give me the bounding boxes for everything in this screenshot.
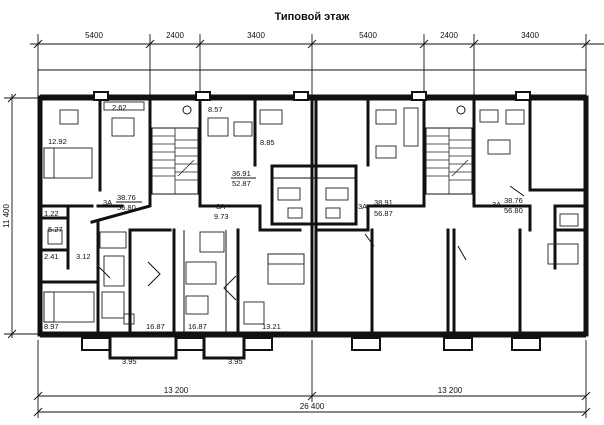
- furniture-left: [43, 101, 305, 325]
- bottom-dimension-lines: [33, 340, 591, 418]
- apartment-type: 3А: [358, 202, 367, 211]
- balcony-area-3-95-b: 3.95: [228, 357, 243, 366]
- dim-top-3: 3400: [247, 31, 265, 40]
- dim-top-6: 3400: [521, 31, 539, 40]
- apartment-label-3: 3А 38.91 56.87: [358, 198, 398, 218]
- staircase-right: [425, 105, 473, 195]
- balcony-area-3-95-a: 3.95: [122, 357, 137, 366]
- plan-title: Типовой этаж: [275, 11, 350, 23]
- room-area-1-22: 1.22: [44, 209, 59, 218]
- apartment-type: 3А: [103, 198, 112, 207]
- central-bathroom-block: [270, 164, 358, 226]
- left-dimension-line: [4, 93, 42, 339]
- room-area-8-57: 8.57: [208, 105, 223, 114]
- room-area-12-92: 12.92: [48, 137, 67, 146]
- dim-top-2: 2400: [166, 31, 184, 40]
- apartment-total-area: 52.87: [232, 179, 251, 188]
- balconies: [81, 91, 541, 360]
- apartment-total-area: 56.87: [374, 209, 393, 218]
- dim-top-1: 5400: [85, 31, 103, 40]
- dim-top-4: 5400: [359, 31, 377, 40]
- apartment-living-area: 36.91: [232, 169, 251, 178]
- furniture-right: [375, 107, 579, 265]
- apartment-living-area: 38.76: [504, 196, 523, 205]
- apartment-label-1: 3А 38.76 56.80: [103, 193, 142, 212]
- dim-bottom-total: 26 400: [300, 402, 325, 411]
- door-swings: [97, 185, 525, 301]
- staircase-left: [151, 105, 199, 195]
- room-area-8-97: 8.97: [44, 322, 59, 331]
- room-area-8-85: 8.85: [260, 138, 275, 147]
- apartment-total-area: 56.80: [117, 203, 136, 212]
- room-area-16-87-a: 16.87: [146, 322, 165, 331]
- room-area-16-87-b: 16.87: [188, 322, 207, 331]
- room-area-9-73: 9.73: [214, 212, 229, 221]
- dim-bottom-right: 13 200: [438, 386, 463, 395]
- room-area-2-41: 2.41: [44, 252, 59, 261]
- apartment-type: 3А: [216, 202, 225, 211]
- room-area-3-12: 3.12: [76, 252, 91, 261]
- apartment-type: 3А: [492, 200, 501, 209]
- dim-depth: 11 400: [2, 204, 11, 228]
- dim-bottom-left: 13 200: [164, 386, 189, 395]
- apartment-living-area: 38.91: [374, 198, 393, 207]
- room-area-2-62: 2.62: [112, 103, 127, 112]
- apartment-label-2: 3А 36.91 52.87: [216, 169, 256, 211]
- apartment-living-area: 38.76: [117, 193, 136, 202]
- outer-walls: [37, 94, 589, 338]
- room-area-5-27: 5.27: [48, 225, 63, 234]
- interior-walls: [38, 96, 588, 336]
- apartment-total-area: 56.80: [504, 206, 523, 215]
- top-dimension-line: [30, 34, 604, 96]
- room-area-13-21: 13.21: [262, 322, 281, 331]
- apartment-label-4: 3А 38.76 56.80: [492, 196, 528, 215]
- dim-top-5: 2400: [440, 31, 458, 40]
